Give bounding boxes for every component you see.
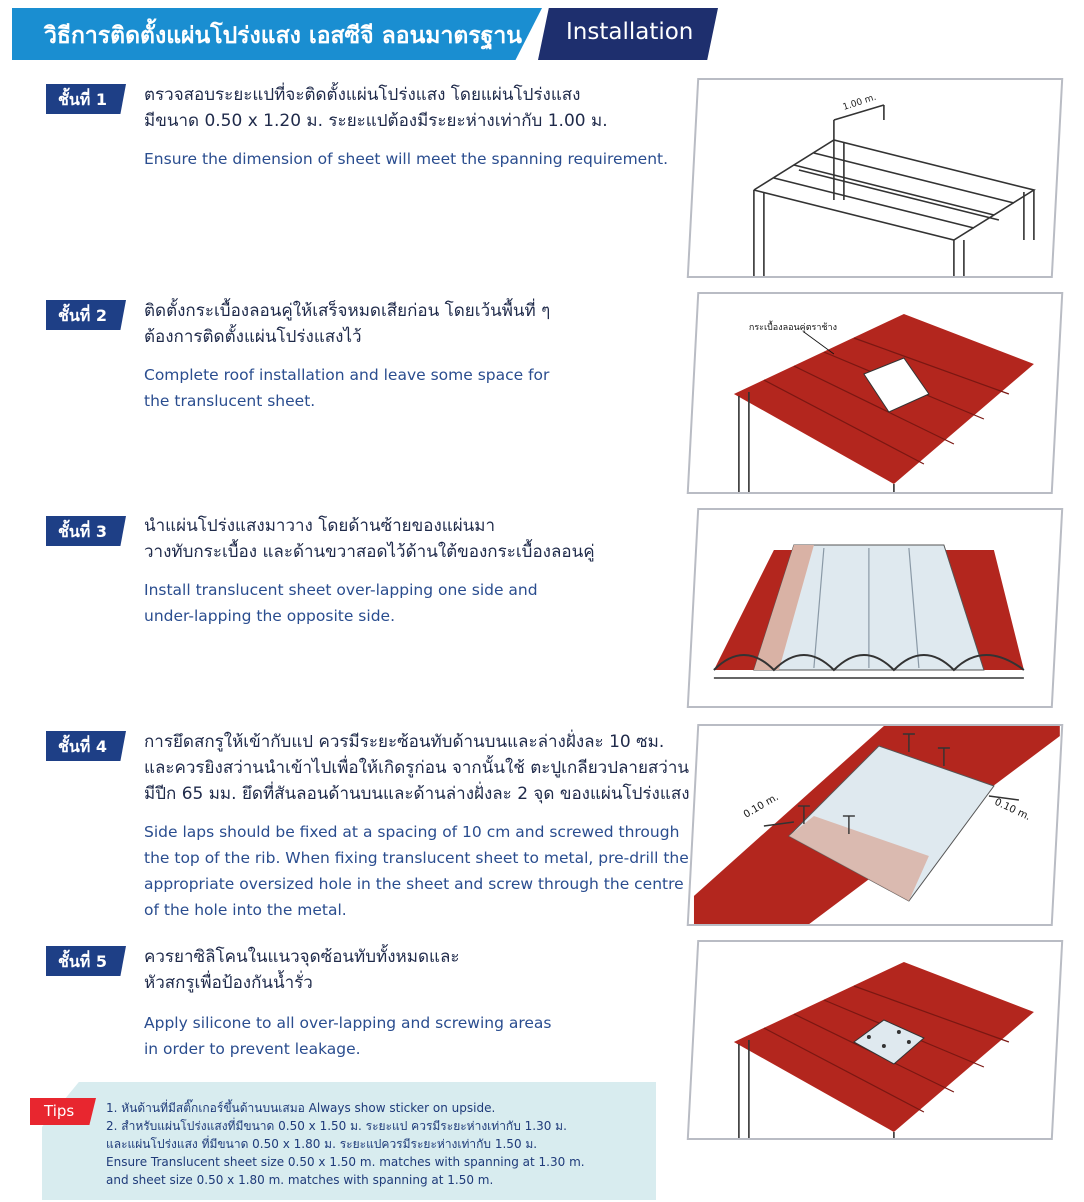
step-text-english-line: Complete roof installation and leave som… (144, 366, 550, 384)
step-4-illustration: 0.10 m. 0.10 m. (686, 724, 1064, 926)
title-english-banner: Installation (538, 8, 718, 60)
step-text-thai-line: มีขนาด 0.50 x 1.20 ม. ระยะแปต้องมีระยะห่… (144, 111, 608, 131)
page-title-english: Installation (566, 19, 694, 45)
tip-line: 2. สำหรับแผ่นโปร่งแสงที่มีขนาด 0.50 x 1.… (106, 1119, 567, 1133)
step-badge: ชั้นที่ 1 (46, 84, 126, 114)
step-text-thai-line: มีปีก 65 มม. ยึดที่สันลอนด้านบนและด้านล่… (144, 784, 690, 804)
page-title-thai: วิธีการติดตั้งแผ่นโปร่งแสง เอสซีจี ลอนมา… (44, 23, 522, 49)
tips-badge: Tips (30, 1098, 96, 1125)
step-text-english-line: appropriate oversized hole in the sheet … (144, 875, 684, 893)
step-text-english-line: Apply silicone to all over-lapping and s… (144, 1014, 552, 1032)
step-text-thai-line: วางทับกระเบื้อง และด้านขวาสอดไว้ด้านใต้ข… (144, 542, 595, 562)
step-text-english-line: Install translucent sheet over-lapping o… (144, 581, 538, 599)
step-text-thai-line: ต้องการติดตั้งแผ่นโปร่งแสงไว้ (144, 327, 362, 347)
silicone-sealed-roof-drawing (733, 962, 1034, 1140)
tile-label: กระเบื้องลอนคู่ตราช้าง (749, 320, 837, 333)
roof-with-opening-drawing: กระเบื้องลอนคู่ตราช้าง (733, 314, 1034, 494)
title-thai-banner: วิธีการติดตั้งแผ่นโปร่งแสง เอสซีจี ลอนมา… (12, 8, 542, 60)
step-2-illustration: กระเบื้องลอนคู่ตราช้าง (686, 292, 1064, 494)
step-text-thai-line: ตรวจสอบระยะแปที่จะติดตั้งแผ่นโปร่งแสง โด… (144, 85, 581, 105)
tips-panel (42, 1082, 656, 1200)
step-text-english-line: Side laps should be fixed at a spacing o… (144, 823, 680, 841)
step-text-thai-line: ติดตั้งกระเบื้องลอนคู่ให้เสร็จหมดเสียก่อ… (144, 301, 551, 321)
step-text-thai-line: และควรยิงสว่านนำเข้าไปเพื่อให้เกิดรูก่อน… (144, 758, 690, 778)
step-text-thai-line: การยึดสกรูให้เข้ากับแป ควรมีระยะซ้อนทับด… (144, 732, 665, 752)
step-badge: ชั้นที่ 4 (46, 731, 126, 761)
step-badge: ชั้นที่ 3 (46, 516, 126, 546)
translucent-overlap-drawing (713, 544, 1025, 679)
step-text-english-line: Ensure the dimension of sheet will meet … (144, 150, 669, 168)
step-text-thai-line: หัวสกรูเพื่อป้องกันน้ำรั่ว (144, 973, 313, 993)
dimension-label: 1.00 m. (842, 93, 878, 113)
tip-line: and sheet size 0.50 x 1.80 m. matches wi… (106, 1173, 494, 1187)
screw-fixing-drawing: 0.10 m. 0.10 m. (693, 726, 1060, 926)
tip-line: 1. หันด้านที่มีสติ๊กเกอร์ขึ้นด้านบนเสมอ … (106, 1101, 496, 1115)
page-header: วิธีการติดตั้งแผ่นโปร่งแสง เอสซีจี ลอนมา… (0, 8, 1084, 60)
tip-line: และแผ่นโปร่งแสง ที่มีขนาด 0.50 x 1.80 ม.… (106, 1137, 538, 1151)
lap-dimension-left: 0.10 m. (742, 792, 781, 821)
lap-dimension-right: 0.10 m. (993, 797, 1032, 823)
step-text-thai-line: นำแผ่นโปร่งแสงมาวาง โดยด้านซ้ายของแผ่นมา (144, 516, 496, 536)
step-badge: ชั้นที่ 2 (46, 300, 126, 330)
step-text-english-line: the translucent sheet. (144, 392, 316, 410)
step-text-english-line: in order to prevent leakage. (144, 1040, 361, 1058)
step-3-illustration (686, 508, 1064, 708)
step-text-english-line: of the hole into the metal. (144, 901, 347, 919)
step-text-english-line: under-lapping the opposite side. (144, 607, 395, 625)
step-badge: ชั้นที่ 5 (46, 946, 126, 976)
step-text-thai-line: ควรยาซิลิโคนในแนวจุดซ้อนทับทั้งหมดและ (144, 947, 460, 967)
purlin-frame-drawing: 1.00 m. (753, 93, 1036, 278)
step-5-illustration (686, 940, 1064, 1140)
step-1-illustration: 1.00 m. (686, 78, 1064, 278)
tip-line: Ensure Translucent sheet size 0.50 x 1.5… (106, 1155, 585, 1169)
step-text-english-line: the top of the rib. When fixing transluc… (144, 849, 689, 867)
